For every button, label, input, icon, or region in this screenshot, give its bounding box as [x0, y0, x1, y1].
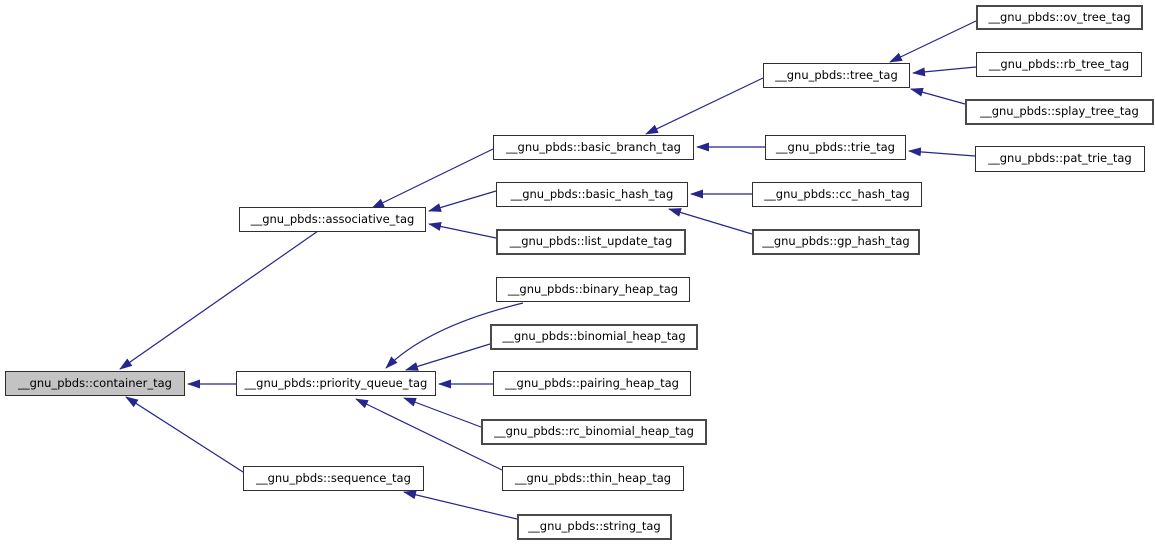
inheritance-arrow-rc_binomial_heap_tag-to-priority_queue_tag: [403, 397, 482, 428]
node-rb_tree_tag[interactable]: __gnu_pbds::rb_tree_tag: [976, 52, 1142, 77]
inheritance-arrow-thin_heap_tag-to-priority_queue_tag: [355, 398, 503, 471]
node-cc_hash_tag[interactable]: __gnu_pbds::cc_hash_tag: [752, 182, 922, 207]
node-trie_tag[interactable]: __gnu_pbds::trie_tag: [765, 135, 906, 160]
node-string_tag[interactable]: __gnu_pbds::string_tag: [517, 514, 672, 540]
inheritance-arrow-string_tag-to-sequence_tag: [403, 490, 518, 520]
inheritance-arrow-pat_trie_tag-to-trie_tag: [908, 147, 976, 157]
node-splay_tree_tag[interactable]: __gnu_pbds::splay_tree_tag: [965, 99, 1154, 125]
inheritance-arrow-binomial_heap_tag-to-priority_queue_tag: [405, 343, 491, 371]
inheritance-arrow-gp_hash_tag-to-basic_hash_tag: [668, 208, 753, 235]
node-basic_branch_tag[interactable]: __gnu_pbds::basic_branch_tag: [493, 135, 694, 160]
node-tree_tag[interactable]: __gnu_pbds::tree_tag: [763, 63, 910, 88]
node-pairing_heap_tag[interactable]: __gnu_pbds::pairing_heap_tag: [493, 371, 691, 396]
node-ov_tree_tag[interactable]: __gnu_pbds::ov_tree_tag: [976, 5, 1143, 30]
node-rc_binomial_heap_tag[interactable]: __gnu_pbds::rc_binomial_heap_tag: [481, 419, 707, 445]
node-basic_hash_tag[interactable]: __gnu_pbds::basic_hash_tag: [496, 182, 688, 207]
node-list_update_tag[interactable]: __gnu_pbds::list_update_tag: [496, 229, 686, 255]
inheritance-arrow-splay_tree_tag-to-tree_tag: [910, 87, 966, 105]
node-associative_tag[interactable]: __gnu_pbds::associative_tag: [239, 207, 426, 232]
inheritance-arrow-basic_branch_tag-to-associative_tag: [371, 148, 494, 209]
inheritance-edges: [119, 20, 977, 520]
node-thin_heap_tag[interactable]: __gnu_pbds::thin_heap_tag: [502, 466, 684, 491]
inheritance-arrow-associative_tag-to-container_tag: [119, 230, 319, 370]
inheritance-arrow-basic_hash_tag-to-associative_tag: [428, 190, 497, 212]
inheritance-arrow-binary_heap_tag-to-priority_queue_tag: [385, 302, 524, 369]
node-gp_hash_tag[interactable]: __gnu_pbds::gp_hash_tag: [752, 229, 920, 255]
node-container_tag: __gnu_pbds::container_tag: [5, 371, 185, 396]
inheritance-arrow-list_update_tag-to-associative_tag: [428, 222, 497, 239]
node-pat_trie_tag[interactable]: __gnu_pbds::pat_trie_tag: [975, 146, 1145, 172]
inheritance-arrow-ov_tree_tag-to-tree_tag: [889, 20, 977, 63]
node-binary_heap_tag[interactable]: __gnu_pbds::binary_heap_tag: [496, 277, 690, 302]
node-sequence_tag[interactable]: __gnu_pbds::sequence_tag: [243, 466, 424, 491]
node-binomial_heap_tag[interactable]: __gnu_pbds::binomial_heap_tag: [490, 324, 698, 350]
inheritance-arrow-sequence_tag-to-container_tag: [125, 396, 244, 473]
inheritance-arrow-rb_tree_tag-to-tree_tag: [912, 66, 977, 77]
inheritance-arrow-tree_tag-to-basic_branch_tag: [645, 77, 764, 135]
node-priority_queue_tag[interactable]: __gnu_pbds::priority_queue_tag: [236, 371, 436, 396]
